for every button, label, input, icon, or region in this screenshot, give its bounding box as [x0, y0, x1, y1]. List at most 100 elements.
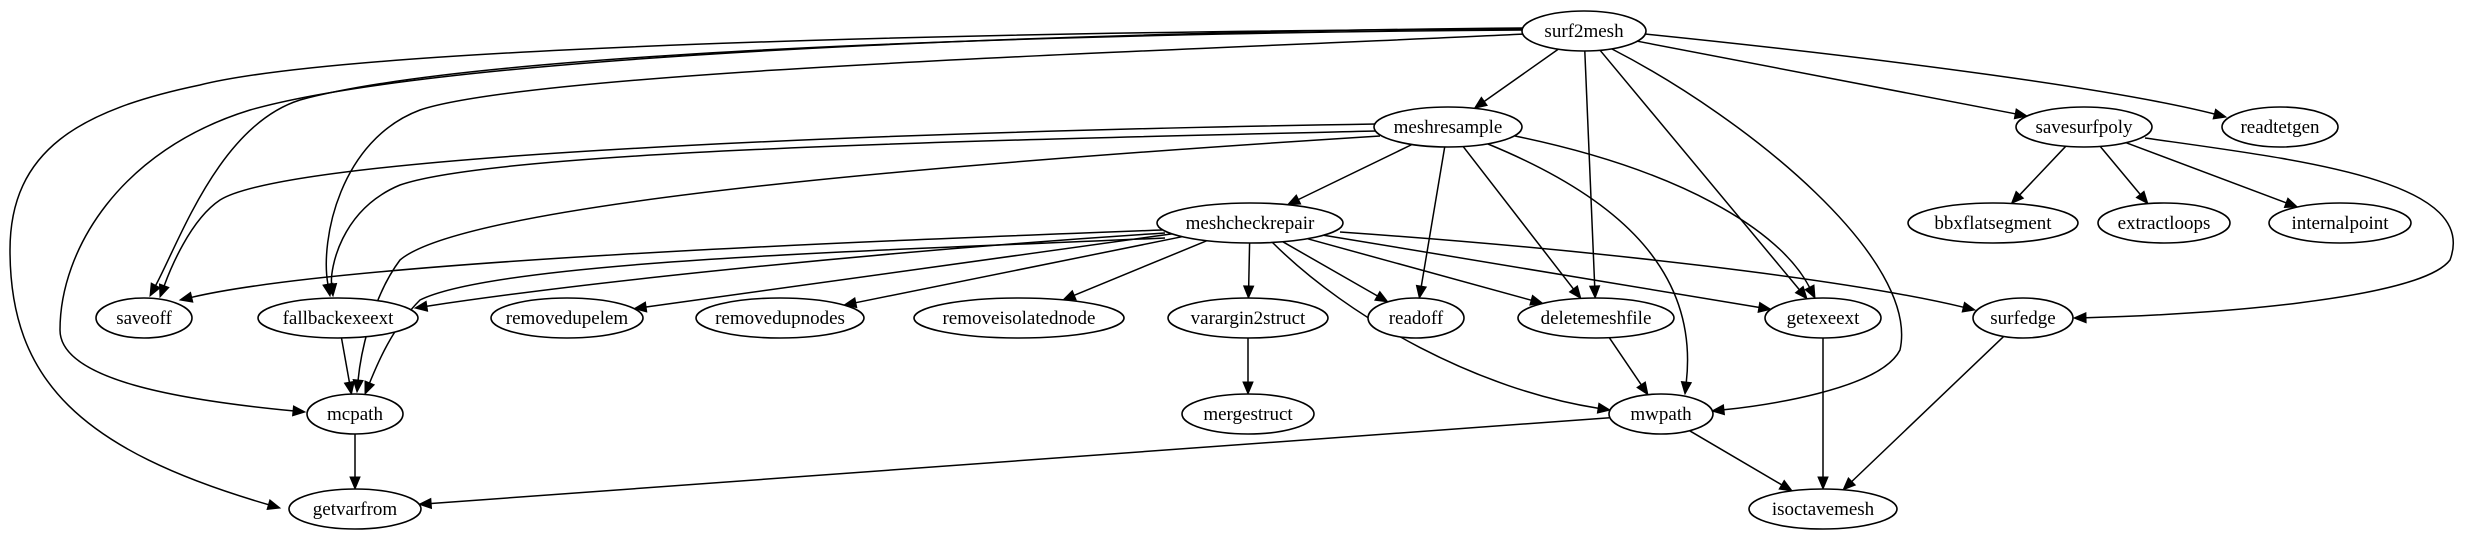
arrowhead — [158, 283, 170, 299]
node-label: readtetgen — [2240, 117, 2320, 138]
nodes-layer: surf2mesh meshresample savesurfpoly readtet… — [95, 10, 2412, 530]
edge-meshcheckrepair-to-mcpath — [364, 237, 1166, 396]
node-label: deletemeshfile — [1541, 308, 1652, 329]
edge-surf2mesh-to-getexeext — [1599, 49, 1808, 300]
node-ellipse — [2097, 202, 2231, 244]
edge-meshresample-to-mcpath — [352, 135, 1381, 394]
edges-layer — [9, 27, 2454, 511]
arrowhead — [1596, 402, 1612, 414]
node-removedupnodes: removedupnodes — [695, 297, 865, 339]
node-ellipse — [306, 393, 404, 435]
node-ellipse — [2221, 106, 2339, 148]
arrowhead — [1061, 289, 1077, 301]
node-readtetgen: readtetgen — [2221, 106, 2339, 148]
node-surfedge: surfedge — [1972, 297, 2074, 339]
node-saveoff: saveoff — [95, 297, 193, 339]
edge-surf2mesh-to-deletemeshfile — [1584, 50, 1601, 300]
edge-mwpath-to-isoctavemesh — [1689, 430, 1794, 492]
node-label: getexeext — [1787, 308, 1861, 329]
node-mwpath: mwpath — [1608, 393, 1714, 435]
edge-meshcheckrepair-to-mwpath — [1271, 241, 1612, 414]
arrowhead — [266, 498, 282, 511]
node-bbxflatsegment: bbxflatsegment — [1907, 202, 2079, 244]
node-label: removedupnodes — [715, 308, 845, 329]
node-label: removeisolatednode — [942, 308, 1095, 329]
edge-meshresample-to-getexeext — [1514, 135, 1816, 300]
node-meshcheckrepair: meshcheckrepair — [1156, 202, 1344, 244]
edge-meshcheckrepair-to-deletemeshfile — [1307, 237, 1545, 306]
edge-surf2mesh-to-mwpath — [1611, 48, 1903, 416]
arrowhead — [1757, 301, 1773, 313]
node-ellipse — [1972, 297, 2074, 339]
node-label: meshresample — [1394, 117, 1503, 138]
arrowhead — [1529, 294, 1545, 306]
edge-surf2mesh-to-getvarfrom — [9, 28, 1523, 511]
node-meshresample: meshresample — [1373, 106, 1523, 148]
node-deletemeshfile: deletemeshfile — [1517, 297, 1675, 339]
node-getexeext: getexeext — [1764, 297, 1882, 339]
edge-meshresample-to-meshcheckrepair — [1286, 143, 1413, 206]
arrowhead — [1680, 380, 1693, 396]
edge-surf2mesh-to-readtetgen — [1644, 33, 2228, 120]
edge-meshcheckrepair-to-surfedge — [1339, 231, 1977, 313]
node-ellipse — [2015, 106, 2153, 148]
edge-surf2mesh-to-meshresample — [1473, 48, 1559, 110]
node-ellipse — [257, 297, 419, 339]
edge-meshresample-to-deletemeshfile — [1462, 146, 1582, 300]
edge-savesurfpoly-to-bbxflatsegment — [2010, 145, 2067, 205]
arrowhead — [1415, 284, 1428, 300]
node-ellipse — [1517, 297, 1675, 339]
node-label: readoff — [1389, 308, 1444, 329]
node-label: bbxflatsegment — [1934, 213, 2052, 234]
edge-savesurfpoly-to-extractloops — [2099, 145, 2149, 205]
node-ellipse — [2268, 202, 2412, 244]
arrowhead — [178, 291, 194, 303]
arrowhead — [1778, 479, 1794, 492]
node-ellipse — [1907, 202, 2079, 244]
edge-savesurfpoly-to-surfedge — [2072, 137, 2454, 324]
node-label: mergestruct — [1203, 404, 1293, 425]
arrowhead — [2010, 190, 2025, 205]
node-label: saveoff — [116, 308, 172, 329]
node-ellipse — [95, 297, 193, 339]
node-fallbackexeext: fallbackexeext — [257, 297, 419, 339]
node-label: meshcheckrepair — [1186, 213, 1315, 234]
edge-meshcheckrepair-to-saveoff — [178, 229, 1163, 303]
node-mcpath: mcpath — [306, 393, 404, 435]
arrowhead — [343, 380, 355, 396]
node-label: savesurfpoly — [2035, 117, 2133, 138]
edge-surf2mesh-to-mcpath — [59, 27, 1524, 417]
edge-fallbackexeext-to-mcpath — [340, 337, 355, 396]
node-ellipse — [1156, 202, 1344, 244]
edge-savesurfpoly-to-internalpoint — [2125, 141, 2299, 209]
edge-mwpath-to-getvarfrom — [417, 416, 1610, 510]
node-readoff: readoff — [1367, 297, 1465, 339]
edge-meshresample-to-fallbackexeext — [325, 130, 1377, 298]
node-removedupelem: removedupelem — [490, 297, 644, 339]
node-ellipse — [1748, 488, 1898, 530]
arrowhead — [1804, 284, 1816, 300]
node-getvarfrom: getvarfrom — [288, 488, 422, 530]
arrowhead — [1817, 476, 1829, 491]
arrowhead — [1794, 285, 1808, 300]
arrowhead — [1374, 290, 1389, 303]
edge-surf2mesh-to-saveoff — [149, 29, 1524, 298]
arrowhead — [413, 300, 429, 312]
node-savesurfpoly: savesurfpoly — [2015, 106, 2153, 148]
edge-mcpath-to-getvarfrom — [349, 434, 361, 491]
arrowhead — [1710, 403, 1726, 416]
node-isoctavemesh: isoctavemesh — [1748, 488, 1898, 530]
node-ellipse — [913, 297, 1125, 339]
node-ellipse — [695, 297, 865, 339]
arrowhead — [1242, 381, 1254, 396]
arrowhead — [149, 282, 161, 298]
node-mergestruct: mergestruct — [1181, 393, 1315, 435]
arrowhead — [1961, 301, 1977, 313]
arrowhead — [1242, 285, 1255, 300]
edge-meshcheckrepair-to-removeisolatednode — [1061, 240, 1208, 301]
arrowhead — [292, 405, 307, 417]
arrowhead — [1473, 96, 1488, 110]
node-surf2mesh: surf2mesh — [1521, 10, 1647, 52]
node-ellipse — [1521, 10, 1647, 52]
arrowhead — [1286, 194, 1302, 206]
